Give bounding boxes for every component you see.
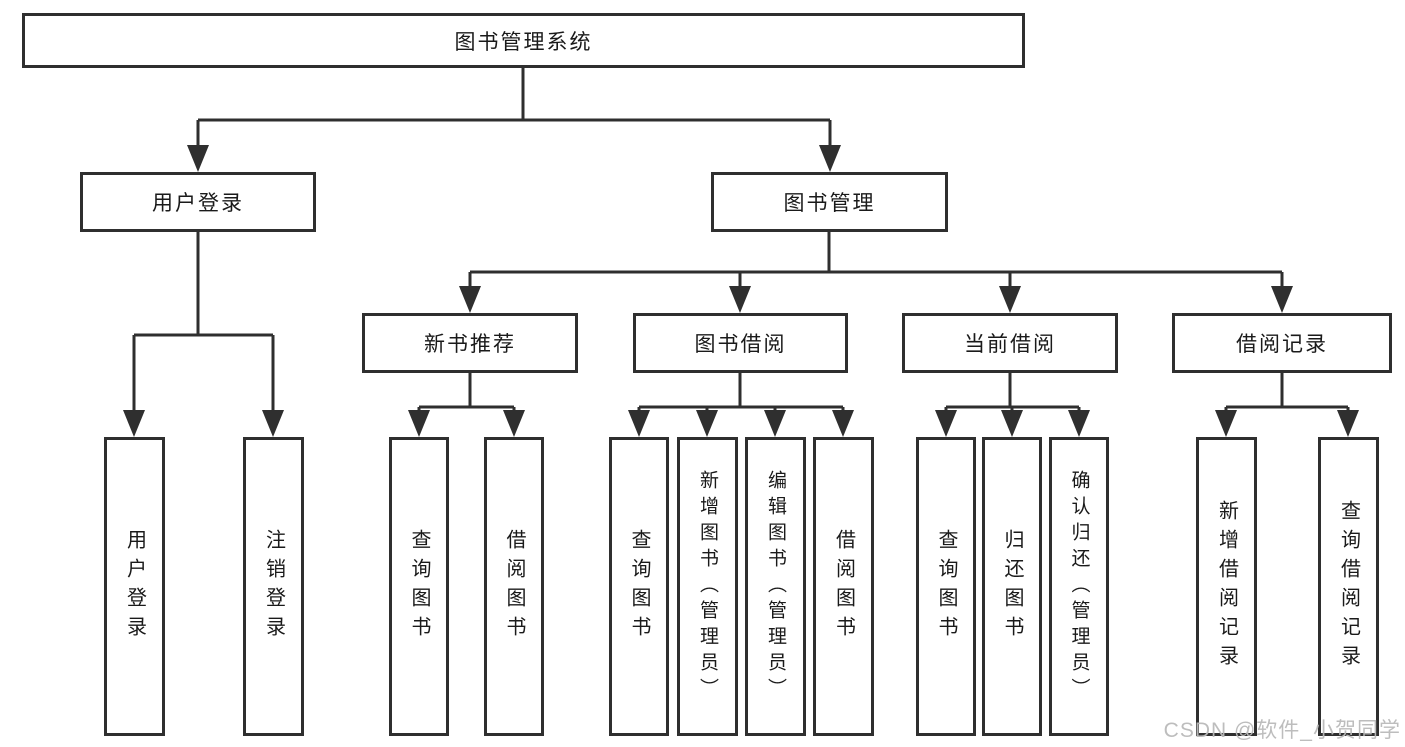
leaf-confirm-return-admin: 确认归还（管理员） <box>1049 437 1109 736</box>
leaf-query-books-current-label: 查询图书 <box>935 528 957 645</box>
node-book-borrowing: 图书借阅 <box>633 313 848 373</box>
node-borrow-records: 借阅记录 <box>1172 313 1392 373</box>
leaf-query-books-borrowing: 查询图书 <box>609 437 669 736</box>
leaf-add-borrow-record-label: 新增借阅记录 <box>1215 499 1238 674</box>
node-new-book-recommend-label: 新书推荐 <box>424 333 516 356</box>
leaf-add-book-admin: 新增图书（管理员） <box>677 437 738 736</box>
node-user-login: 用户登录 <box>80 172 316 232</box>
leaf-borrow-books-recommend-label: 借阅图书 <box>503 528 525 645</box>
leaf-logout: 注销登录 <box>243 437 304 736</box>
node-root-label: 图书管理系统 <box>454 30 593 54</box>
node-new-book-recommend: 新书推荐 <box>362 313 578 373</box>
leaf-return-book: 归还图书 <box>982 437 1042 736</box>
leaf-query-books-current: 查询图书 <box>916 437 976 736</box>
leaf-query-books-borrowing-label: 查询图书 <box>628 528 650 645</box>
node-book-management-label: 图书管理 <box>783 192 876 215</box>
node-book-borrowing-label: 图书借阅 <box>694 333 787 356</box>
node-borrow-records-label: 借阅记录 <box>1236 333 1328 356</box>
leaf-return-book-label: 归还图书 <box>1001 528 1023 645</box>
node-current-borrowing-label: 当前借阅 <box>964 333 1056 356</box>
leaf-borrow-books-borrowing-label: 借阅图书 <box>832 528 855 645</box>
leaf-edit-book-admin: 编辑图书（管理员） <box>745 437 806 736</box>
leaf-edit-book-admin-label: 编辑图书（管理员） <box>765 469 786 704</box>
leaf-borrow-books-recommend: 借阅图书 <box>484 437 544 736</box>
node-book-management: 图书管理 <box>711 172 948 232</box>
leaf-user-login: 用户登录 <box>104 437 165 736</box>
leaf-confirm-return-admin-label: 确认归还（管理员） <box>1068 469 1090 704</box>
watermark: CSDN @软件_小贺同学 <box>1163 719 1401 742</box>
leaf-logout-label: 注销登录 <box>262 528 285 645</box>
leaf-user-login-label: 用户登录 <box>123 528 146 645</box>
node-current-borrowing: 当前借阅 <box>902 313 1118 373</box>
node-user-login-label: 用户登录 <box>152 192 244 215</box>
leaf-query-books-recommend-label: 查询图书 <box>408 528 430 645</box>
leaf-add-book-admin-label: 新增图书（管理员） <box>697 469 718 704</box>
leaf-query-books-recommend: 查询图书 <box>389 437 449 736</box>
leaf-query-borrow-record: 查询借阅记录 <box>1318 437 1379 736</box>
leaf-borrow-books-borrowing: 借阅图书 <box>813 437 874 736</box>
node-root: 图书管理系统 <box>22 13 1025 68</box>
leaf-query-borrow-record-label: 查询借阅记录 <box>1337 499 1360 674</box>
leaf-add-borrow-record: 新增借阅记录 <box>1196 437 1257 736</box>
